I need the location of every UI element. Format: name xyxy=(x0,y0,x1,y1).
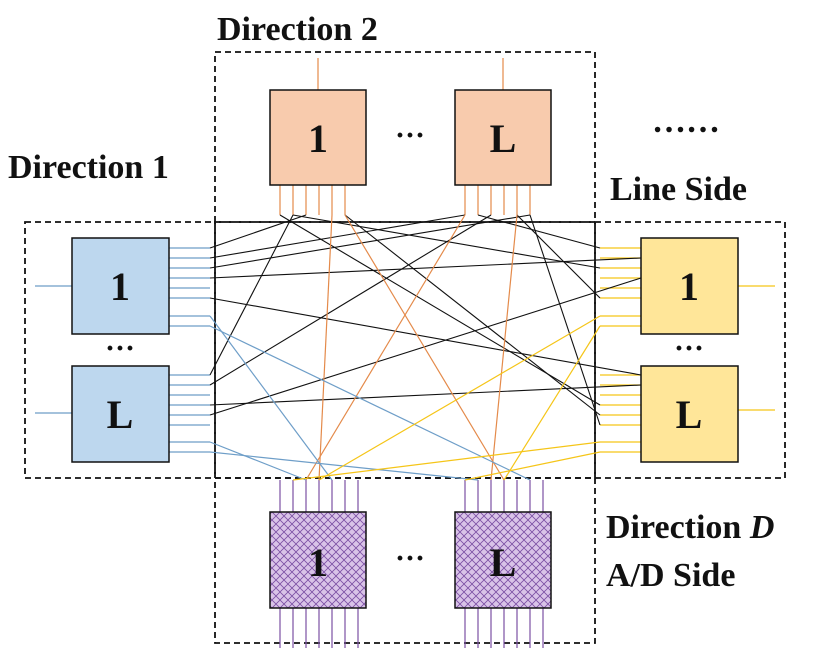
interconnect-black xyxy=(209,214,294,376)
group-outlines xyxy=(24,51,786,644)
interconnect-orange xyxy=(490,214,518,481)
center-group-box xyxy=(214,221,596,479)
interconnect-black xyxy=(516,214,601,299)
direction-d-wss-1 xyxy=(269,511,367,609)
direction-1-label: Direction 1 xyxy=(8,149,169,186)
interconnect-yellow xyxy=(292,441,601,481)
interconnect-black xyxy=(477,214,601,249)
interconnect-black xyxy=(209,214,531,269)
interconnect-black xyxy=(279,214,601,406)
direction-d-wss-L xyxy=(454,511,552,609)
direction-2-wss-1 xyxy=(269,89,367,186)
interconnect-black xyxy=(209,214,492,386)
line-side-group-box xyxy=(594,221,786,479)
line-side-wss-1 xyxy=(640,237,739,335)
interconnect-black xyxy=(209,277,642,416)
direction-2-label: Direction 2 xyxy=(217,11,378,48)
line-side-ellipsis: ··· xyxy=(674,332,704,365)
direction-1-wss-L-label: L xyxy=(107,392,134,437)
direction-1-wss-L xyxy=(71,365,170,463)
direction-d-label: Direction D xyxy=(606,509,774,546)
direction-d-wss-L-label: L xyxy=(490,540,517,585)
line-side-wss-L xyxy=(640,365,739,463)
interconnect-orange xyxy=(318,214,333,481)
interconnect-black xyxy=(209,257,642,279)
direction-1-group-box xyxy=(24,221,216,479)
interconnect-orange xyxy=(344,214,505,481)
more-directions-ellipsis: …… xyxy=(652,103,720,140)
interconnect-lines xyxy=(209,214,642,481)
interconnect-yellow xyxy=(318,315,601,481)
interconnect-black xyxy=(209,214,466,259)
interconnect-orange xyxy=(305,214,466,481)
line-side-wss-1-label: 1 xyxy=(679,264,699,309)
direction-d-wss-1-label: 1 xyxy=(308,540,328,585)
direction-2-wss-L-label: L xyxy=(490,116,517,161)
interconnect-black xyxy=(209,214,307,249)
interconnect-black xyxy=(529,214,601,426)
direction-d-label-var: D xyxy=(749,509,775,546)
interconnect-blue xyxy=(209,325,531,481)
direction-d-ellipsis: ··· xyxy=(395,542,425,575)
direction-d-group-box xyxy=(214,477,596,644)
interconnect-black xyxy=(209,297,642,376)
interconnect-black xyxy=(292,214,601,269)
line-side-label: Line Side xyxy=(610,171,747,208)
port-stubs xyxy=(169,185,641,648)
direction-1-wss-1 xyxy=(71,237,170,335)
direction-1-ellipsis: ··· xyxy=(105,332,135,365)
direction-2-ellipsis: ··· xyxy=(395,119,425,152)
direction-1-wss-1-label: 1 xyxy=(110,264,130,309)
ad-side-label: A/D Side xyxy=(606,557,735,594)
interconnect-black xyxy=(344,214,601,416)
interconnect-blue xyxy=(209,441,307,481)
interconnect-yellow xyxy=(503,325,601,481)
direction-d-label-prefix: Direction xyxy=(606,509,750,546)
direction-2-wss-1-label: 1 xyxy=(308,116,328,161)
interconnect-yellow xyxy=(464,451,601,481)
interconnect-blue xyxy=(209,315,333,481)
external-port-lines xyxy=(35,58,775,414)
interconnect-black xyxy=(209,384,642,406)
line-side-wss-L-label: L xyxy=(676,392,703,437)
direction-2-wss-L xyxy=(454,89,552,186)
